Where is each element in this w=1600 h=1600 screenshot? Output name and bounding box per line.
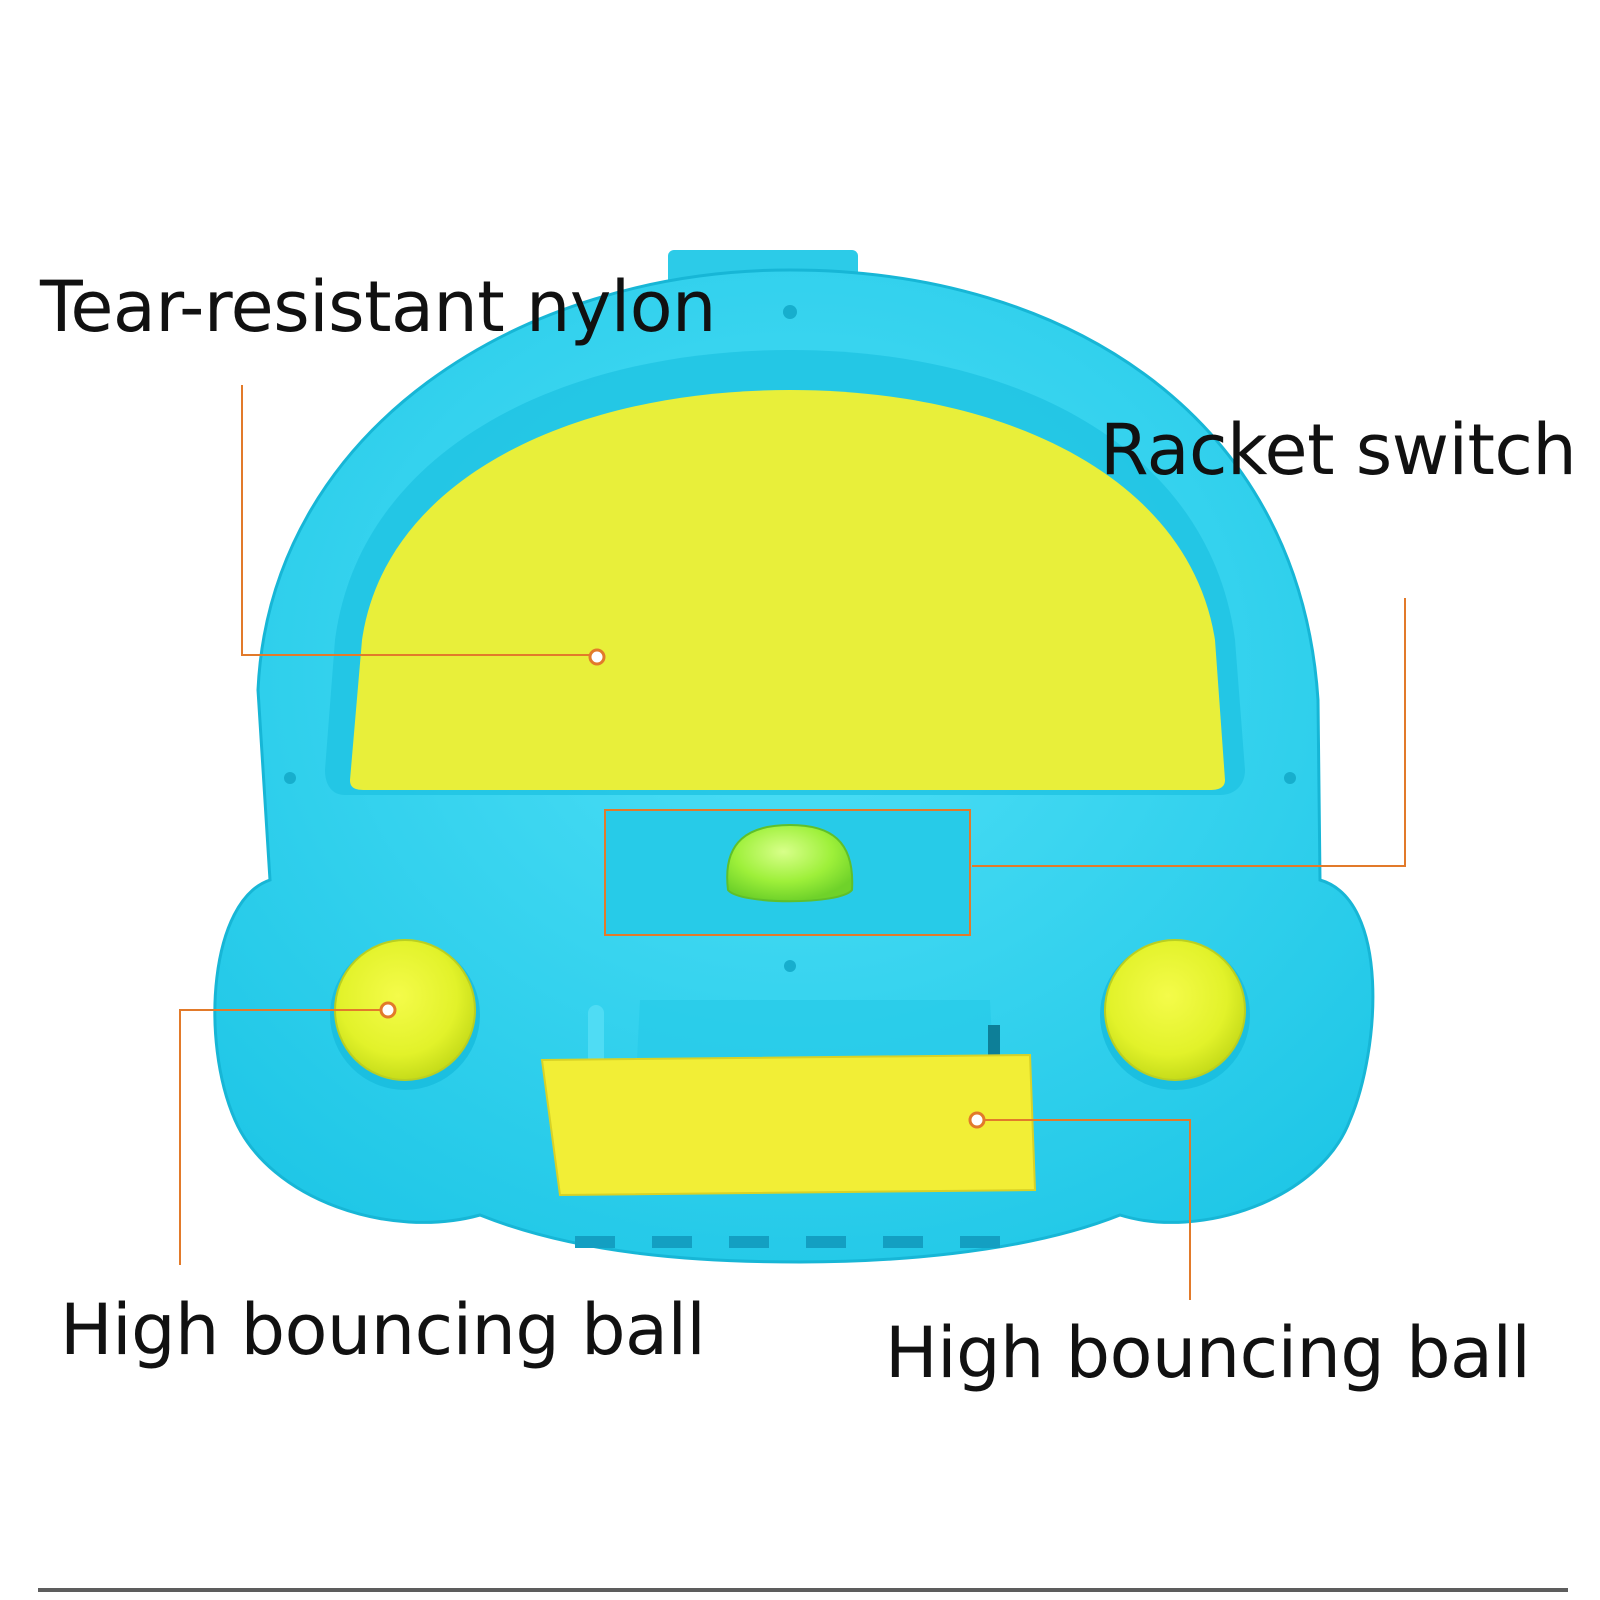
leader-line-ball-left	[179, 1009, 380, 1265]
callout-label-nylon: Tear-resistant nylon	[40, 266, 716, 348]
marker-ball-right	[968, 1111, 986, 1129]
callout-label-ball-right: High bouncing ball	[885, 1312, 1531, 1394]
callout-label-switch: Racket switch	[1100, 409, 1577, 491]
callout-label-ball-left: High bouncing ball	[60, 1289, 706, 1371]
marker-nylon	[588, 648, 606, 666]
callout-lines	[179, 385, 1406, 1300]
leader-line-switch	[972, 598, 1406, 867]
racket-switch	[604, 809, 971, 936]
left-ball	[330, 939, 480, 1090]
leader-line-ball-right	[985, 1119, 1191, 1300]
right-ball	[1100, 939, 1250, 1090]
leader-line-nylon	[241, 385, 590, 656]
nylon-catch-surface	[350, 390, 1225, 790]
marker-ball-left	[379, 1001, 397, 1019]
velcro-strap	[540, 1053, 1037, 1197]
bottom-divider	[38, 1588, 1568, 1592]
